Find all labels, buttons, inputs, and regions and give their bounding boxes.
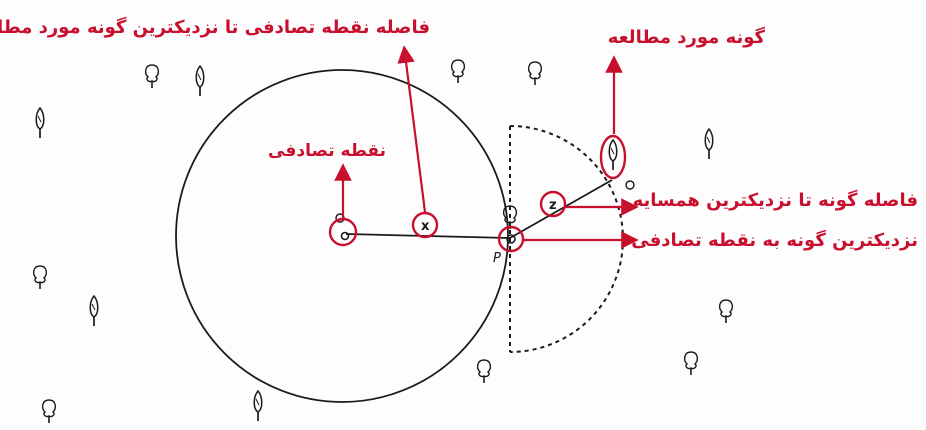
tree-icon [450, 59, 466, 84]
scattered-trees [32, 59, 734, 424]
tree-icon [683, 351, 699, 376]
species-to-neighbor-line [509, 179, 613, 239]
tree-icon [718, 299, 734, 324]
z-highlight [539, 190, 567, 218]
tree-icon [527, 61, 543, 86]
tree-icon [704, 128, 714, 160]
studied-species-highlight [599, 134, 627, 180]
tree-icon [195, 65, 205, 97]
p-mark: P [493, 251, 501, 266]
z-mark: z [549, 198, 557, 213]
tree-icon [32, 265, 48, 290]
tree-icon [35, 107, 45, 139]
x-mark: x [421, 219, 430, 234]
label-studied-species: گونه مورد مطالعه [607, 27, 765, 48]
label-random-to-species-distance: فاصله نقطه تصادفی تا نزدیکترین گونه مورد… [0, 17, 430, 38]
tree-icon [476, 359, 492, 384]
tree-icon [41, 399, 57, 424]
arrow-random-to-species [397, 45, 427, 213]
studied-species-tree-icon [608, 139, 618, 171]
label-nearest-species-to-random-point: نزدیکترین گونه به نقطه تصادفی [631, 230, 918, 251]
tree-icon [89, 295, 99, 327]
random-point-highlight [328, 217, 358, 247]
studied-species-open [625, 180, 635, 190]
nearest-species-mark [506, 234, 516, 244]
x-highlight [411, 211, 439, 239]
random-point-mark [340, 231, 350, 241]
label-species-to-neighbor-distance: فاصله گونه تا نزدیکترین همسایه [632, 190, 918, 211]
label-random-point: نقطه تصادفی [268, 141, 386, 161]
tree-icon [253, 390, 263, 422]
tree-icon [144, 64, 160, 89]
